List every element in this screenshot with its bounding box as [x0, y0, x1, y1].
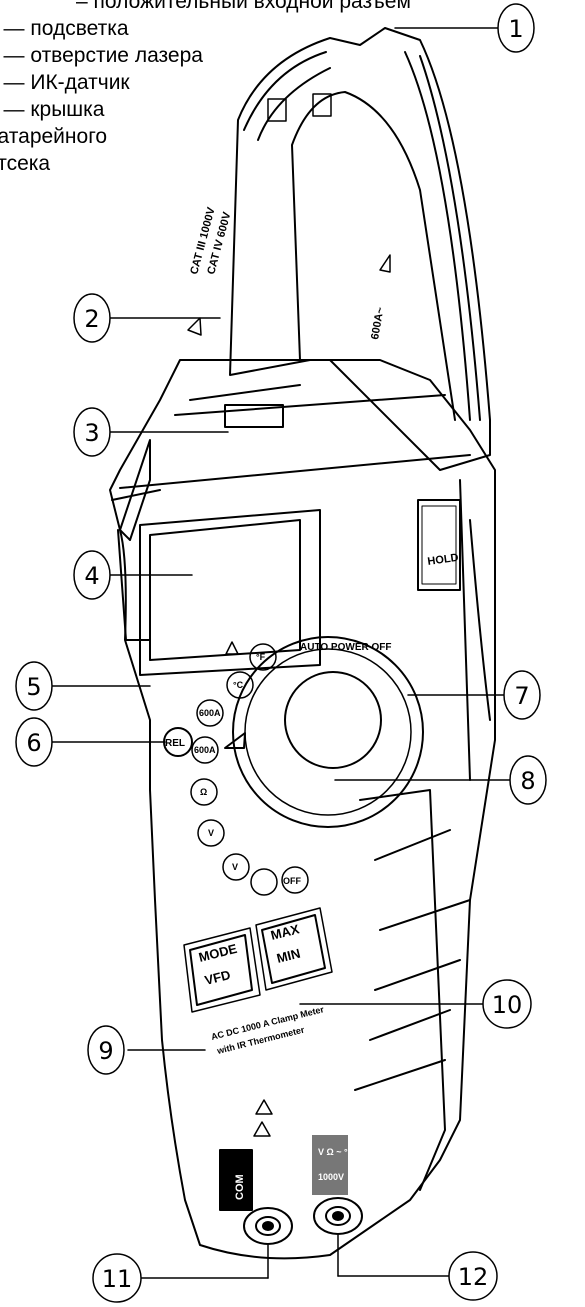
callout-number: 1: [508, 15, 523, 43]
clamp-jaw: [187, 27, 491, 471]
warning-icon: [225, 641, 239, 655]
dial-positions: [190, 643, 309, 896]
display-bezel: [139, 509, 321, 676]
callout-number: 12: [458, 1263, 489, 1291]
dial-label: V: [232, 862, 238, 872]
min-button-label: MIN: [275, 946, 302, 966]
callout-number: 5: [26, 673, 41, 701]
callout-number: 6: [26, 729, 41, 757]
callout-number: 3: [84, 419, 99, 447]
legend-line: – — ИК-датчик: [0, 71, 130, 94]
callout-number: 11: [102, 1265, 133, 1293]
legend: – положительный входной разъем – — подсв…: [0, 0, 411, 177]
jack-label-panel: [312, 1135, 348, 1195]
legend-line: – — подсветка: [0, 17, 129, 40]
dial-label: 600A: [194, 745, 216, 755]
legend-line: – положительный входной разъем: [76, 0, 411, 13]
jack-right-label: V Ω ~ °C°F: [318, 1147, 364, 1157]
callout-number: 9: [98, 1037, 113, 1065]
hold-label: HOLD: [427, 552, 460, 568]
mode-button-label: MODE: [197, 941, 239, 965]
meter-body: [109, 359, 496, 1260]
display-screen: [149, 519, 301, 661]
callout-leaders: [51, 27, 511, 1279]
warning-icon: [255, 1099, 273, 1115]
ir-sensor-window: [417, 499, 461, 591]
auto-power-off-label: AUTO POWER OFF: [300, 642, 391, 653]
dial-label: °F: [256, 652, 266, 662]
jack-right-label: 1000V: [318, 1172, 344, 1182]
callout-number: 2: [84, 305, 99, 333]
com-panel: [219, 1149, 253, 1211]
positive-jack[interactable]: [313, 1197, 363, 1235]
dial-label: 600A: [199, 708, 221, 718]
callout-circles: [15, 3, 547, 1303]
com-jack[interactable]: [243, 1207, 293, 1245]
dial-label: Ω: [200, 787, 207, 797]
callout-number: 10: [492, 991, 523, 1019]
max-min-button[interactable]: [255, 907, 333, 991]
callout-number: 8: [520, 767, 535, 795]
callout-number: 4: [84, 562, 99, 590]
legend-line: – — отверстие лазера: [0, 44, 203, 67]
jaw-range-label: 600A~: [369, 306, 387, 341]
com-label: COM: [234, 1174, 246, 1200]
legend-line: – — крышка: [0, 98, 105, 121]
dial-label: °C: [233, 680, 244, 690]
backlight-window: [224, 404, 284, 428]
warning-icon: [253, 1121, 271, 1137]
rel-label: REL: [165, 738, 185, 749]
dial-label: V: [208, 828, 214, 838]
mode-vfd-button[interactable]: [183, 927, 261, 1013]
dial-label: OFF: [283, 876, 301, 886]
callout-number: 7: [514, 682, 529, 710]
max-button-label: MAX: [269, 921, 301, 943]
legend-line: батарейного: [0, 125, 108, 148]
vfd-button-label: VFD: [203, 967, 232, 988]
rotary-dial[interactable]: [224, 636, 424, 828]
